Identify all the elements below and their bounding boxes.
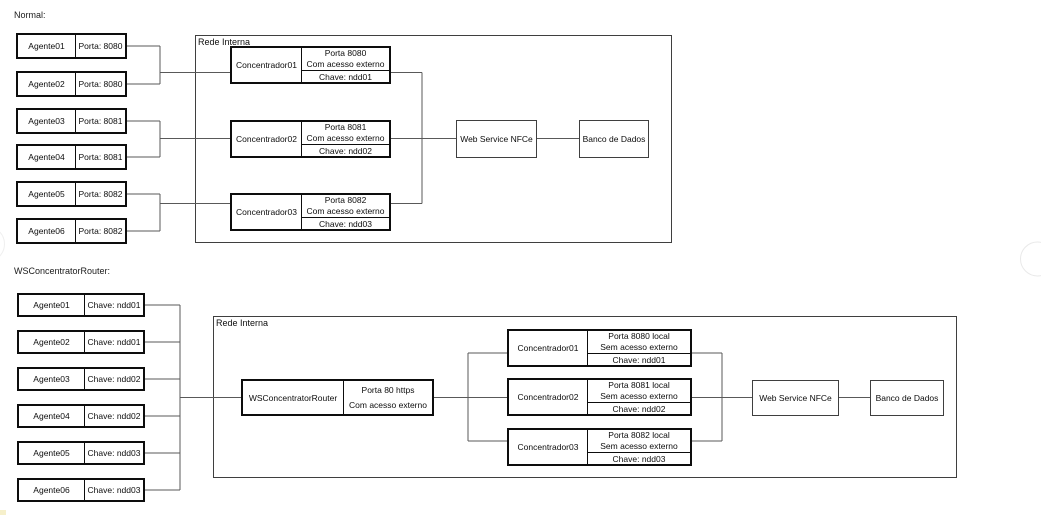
agent-key: Chave: ndd02 <box>87 411 141 421</box>
concentrator-name: Concentrador01 <box>509 331 588 365</box>
diagram2-title: WSConcentratorRouter: <box>14 266 111 276</box>
agent-box-7: Agente01 Chave: ndd01 <box>17 293 145 317</box>
artifact-circle-right <box>1020 241 1041 277</box>
concentrator-name: Concentrador03 <box>232 195 302 229</box>
router-name: WSConcentratorRouter <box>243 381 344 414</box>
concentrator-name: Concentrador01 <box>232 48 302 82</box>
concentrator-port: Porta 8080 local <box>608 331 670 341</box>
webservice-box-1: Web Service NFCe <box>456 120 537 158</box>
concentrator-key: Chave: ndd02 <box>588 402 690 414</box>
concentrator-box-4: Concentrador01 Porta 8080 local Sem aces… <box>507 329 692 367</box>
concentrator-port: Porta 8082 local <box>608 430 670 440</box>
agent-port: Porta: 8081 <box>78 152 123 162</box>
diagram1-title: Normal: <box>14 10 46 20</box>
concentrator-key: Chave: ndd01 <box>302 70 389 82</box>
agent-box-6: Agente06 Porta: 8082 <box>16 218 127 244</box>
agent-key: Chave: ndd03 <box>87 485 141 495</box>
agent-box-1: Agente01 Porta: 8080 <box>16 33 127 59</box>
agent-name: Agente02 <box>19 332 85 352</box>
agent-box-3: Agente03 Porta: 8081 <box>16 108 127 134</box>
agent-key: Chave: ndd01 <box>87 300 141 310</box>
concentrator-name: Concentrador02 <box>509 380 588 414</box>
concentrator-box-1: Concentrador01 Porta 8080 Com acesso ext… <box>230 46 391 84</box>
concentrator-box-6: Concentrador03 Porta 8082 local Sem aces… <box>507 428 692 466</box>
concentrator-access: Com acesso externo <box>306 59 385 69</box>
concentrator-port: Porta 8081 <box>324 122 367 132</box>
network-label: Rede Interna <box>198 37 251 47</box>
agent-box-11: Agente05 Chave: ndd03 <box>17 441 145 465</box>
concentrator-box-3: Concentrador03 Porta 8082 Com acesso ext… <box>230 193 391 231</box>
agent-name: Agente04 <box>19 406 85 426</box>
concentrator-key: Chave: ndd03 <box>302 217 389 229</box>
agent-key: Chave: ndd01 <box>87 337 141 347</box>
agent-box-10: Agente04 Chave: ndd02 <box>17 404 145 428</box>
concentrator-access: Sem acesso externo <box>600 391 678 401</box>
agent-name: Agente03 <box>18 110 76 132</box>
agent-box-4: Agente04 Porta: 8081 <box>16 144 127 170</box>
agent-box-5: Agente05 Porta: 8082 <box>16 181 127 207</box>
agent-key: Chave: ndd03 <box>87 448 141 458</box>
concentrator-access: Sem acesso externo <box>600 441 678 451</box>
concentrator-access: Com acesso externo <box>306 206 385 216</box>
agent-name: Agente06 <box>18 220 76 242</box>
router-box: WSConcentratorRouter Porta 80 https Com … <box>241 379 434 416</box>
router-port: Porta 80 https <box>361 385 415 396</box>
artifact-dot <box>0 510 6 515</box>
agent-box-8: Agente02 Chave: ndd01 <box>17 330 145 354</box>
agent-port: Porta: 8082 <box>78 189 123 199</box>
concentrator-name: Concentrador03 <box>509 430 588 464</box>
concentrator-port: Porta 8080 <box>324 48 367 58</box>
webservice-box-2: Web Service NFCe <box>752 380 839 416</box>
agent-name: Agente04 <box>18 146 76 168</box>
agent-box-9: Agente03 Chave: ndd02 <box>17 367 145 391</box>
concentrator-box-5: Concentrador02 Porta 8081 local Sem aces… <box>507 378 692 416</box>
database-box-2: Banco de Dados <box>870 380 944 416</box>
agent-port: Porta: 8081 <box>78 116 123 126</box>
agent-name: Agente05 <box>18 183 76 205</box>
agent-box-12: Agente06 Chave: ndd03 <box>17 478 145 502</box>
agent-box-2: Agente02 Porta: 8080 <box>16 71 127 97</box>
agent-name: Agente01 <box>19 295 85 315</box>
concentrator-box-2: Concentrador02 Porta 8081 Com acesso ext… <box>230 120 391 158</box>
concentrator-access: Com acesso externo <box>306 133 385 143</box>
agent-name: Agente03 <box>19 369 85 389</box>
concentrator-access: Sem acesso externo <box>600 342 678 352</box>
agent-port: Porta: 8080 <box>78 41 123 51</box>
concentrator-name: Concentrador02 <box>232 122 302 156</box>
concentrator-key: Chave: ndd02 <box>302 144 389 156</box>
agent-port: Porta: 8080 <box>78 79 123 89</box>
agent-name: Agente05 <box>19 443 85 463</box>
database-box-1: Banco de Dados <box>579 120 649 158</box>
agent-key: Chave: ndd02 <box>87 374 141 384</box>
concentrator-port: Porta 8081 local <box>608 380 670 390</box>
agent-port: Porta: 8082 <box>78 226 123 236</box>
concentrator-key: Chave: ndd03 <box>588 452 690 464</box>
concentrator-port: Porta 8082 <box>324 195 367 205</box>
concentrator-key: Chave: ndd01 <box>588 353 690 365</box>
agent-name: Agente06 <box>19 480 85 500</box>
router-access: Com acesso externo <box>349 399 427 410</box>
network-label: Rede Interna <box>216 318 269 328</box>
agent-name: Agente02 <box>18 73 76 95</box>
agent-name: Agente01 <box>18 35 76 57</box>
artifact-circle-left <box>0 231 5 257</box>
